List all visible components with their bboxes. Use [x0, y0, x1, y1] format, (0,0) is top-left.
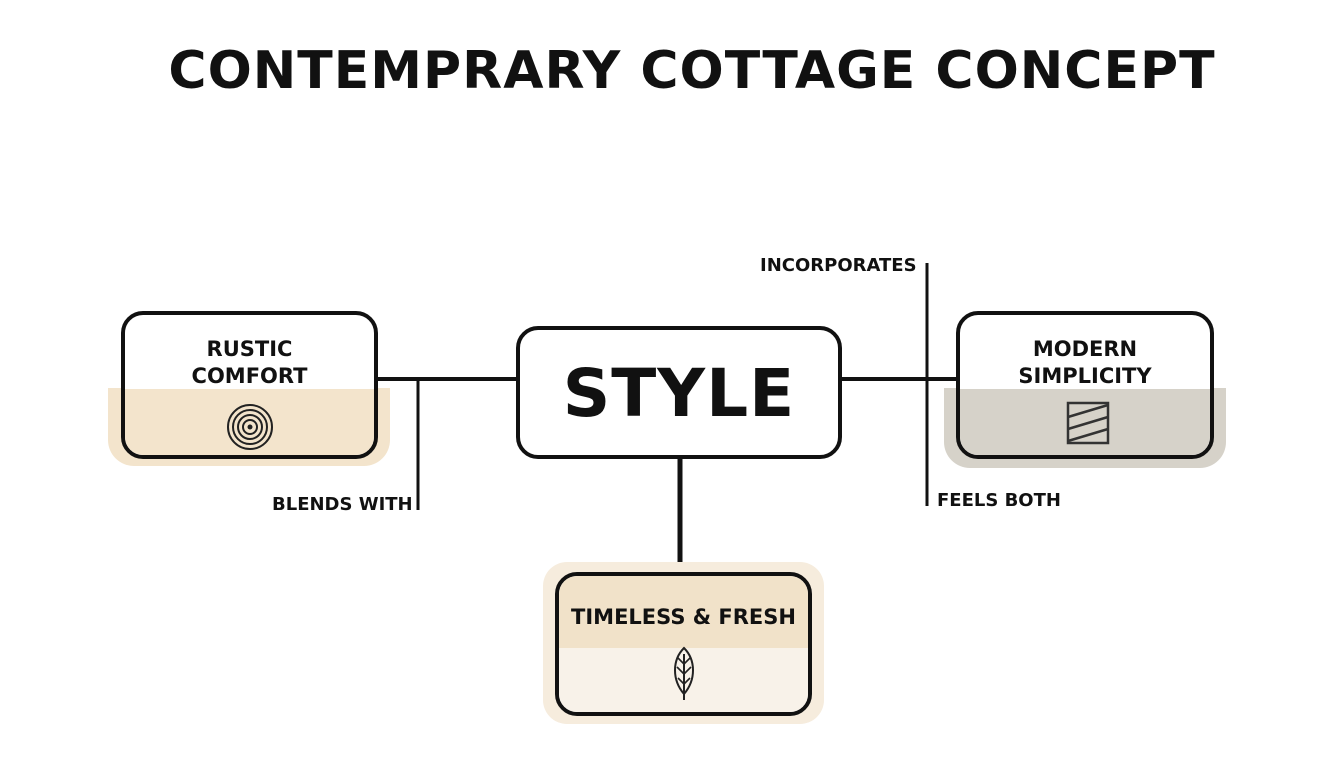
- timeless-fresh-node: TIMELESS & FRESH: [555, 572, 812, 716]
- timeless-node-title: TIMELESS & FRESH: [571, 605, 796, 629]
- style-center-node: STYLE: [516, 326, 842, 459]
- modern-node-line2: SIMPLICITY: [1018, 364, 1152, 388]
- feels-both-label: FEELS BOTH: [937, 490, 1061, 511]
- modern-node-title: MODERN SIMPLICITY: [960, 336, 1210, 390]
- style-center-label: STYLE: [562, 355, 796, 432]
- blends-with-label: BLENDS WITH: [272, 494, 413, 515]
- rustic-comfort-node: RUSTIC COMFORT: [121, 311, 378, 459]
- rustic-node-title: RUSTIC COMFORT: [125, 336, 374, 390]
- modern-simplicity-node: MODERN SIMPLICITY: [956, 311, 1214, 459]
- striped-square-icon: [1066, 401, 1110, 445]
- page-title: CONTEMPRARY COTTAGE CONCEPT: [168, 41, 1216, 101]
- modern-node-line1: MODERN: [1032, 337, 1138, 361]
- incorporates-label: INCORPORATES: [760, 255, 917, 276]
- rustic-node-line2: COMFORT: [191, 364, 308, 388]
- leaf-icon: [674, 646, 694, 700]
- rustic-node-line1: RUSTIC: [206, 337, 293, 361]
- spiral-icon: [227, 404, 273, 450]
- timeless-node-fill-top: [559, 576, 808, 648]
